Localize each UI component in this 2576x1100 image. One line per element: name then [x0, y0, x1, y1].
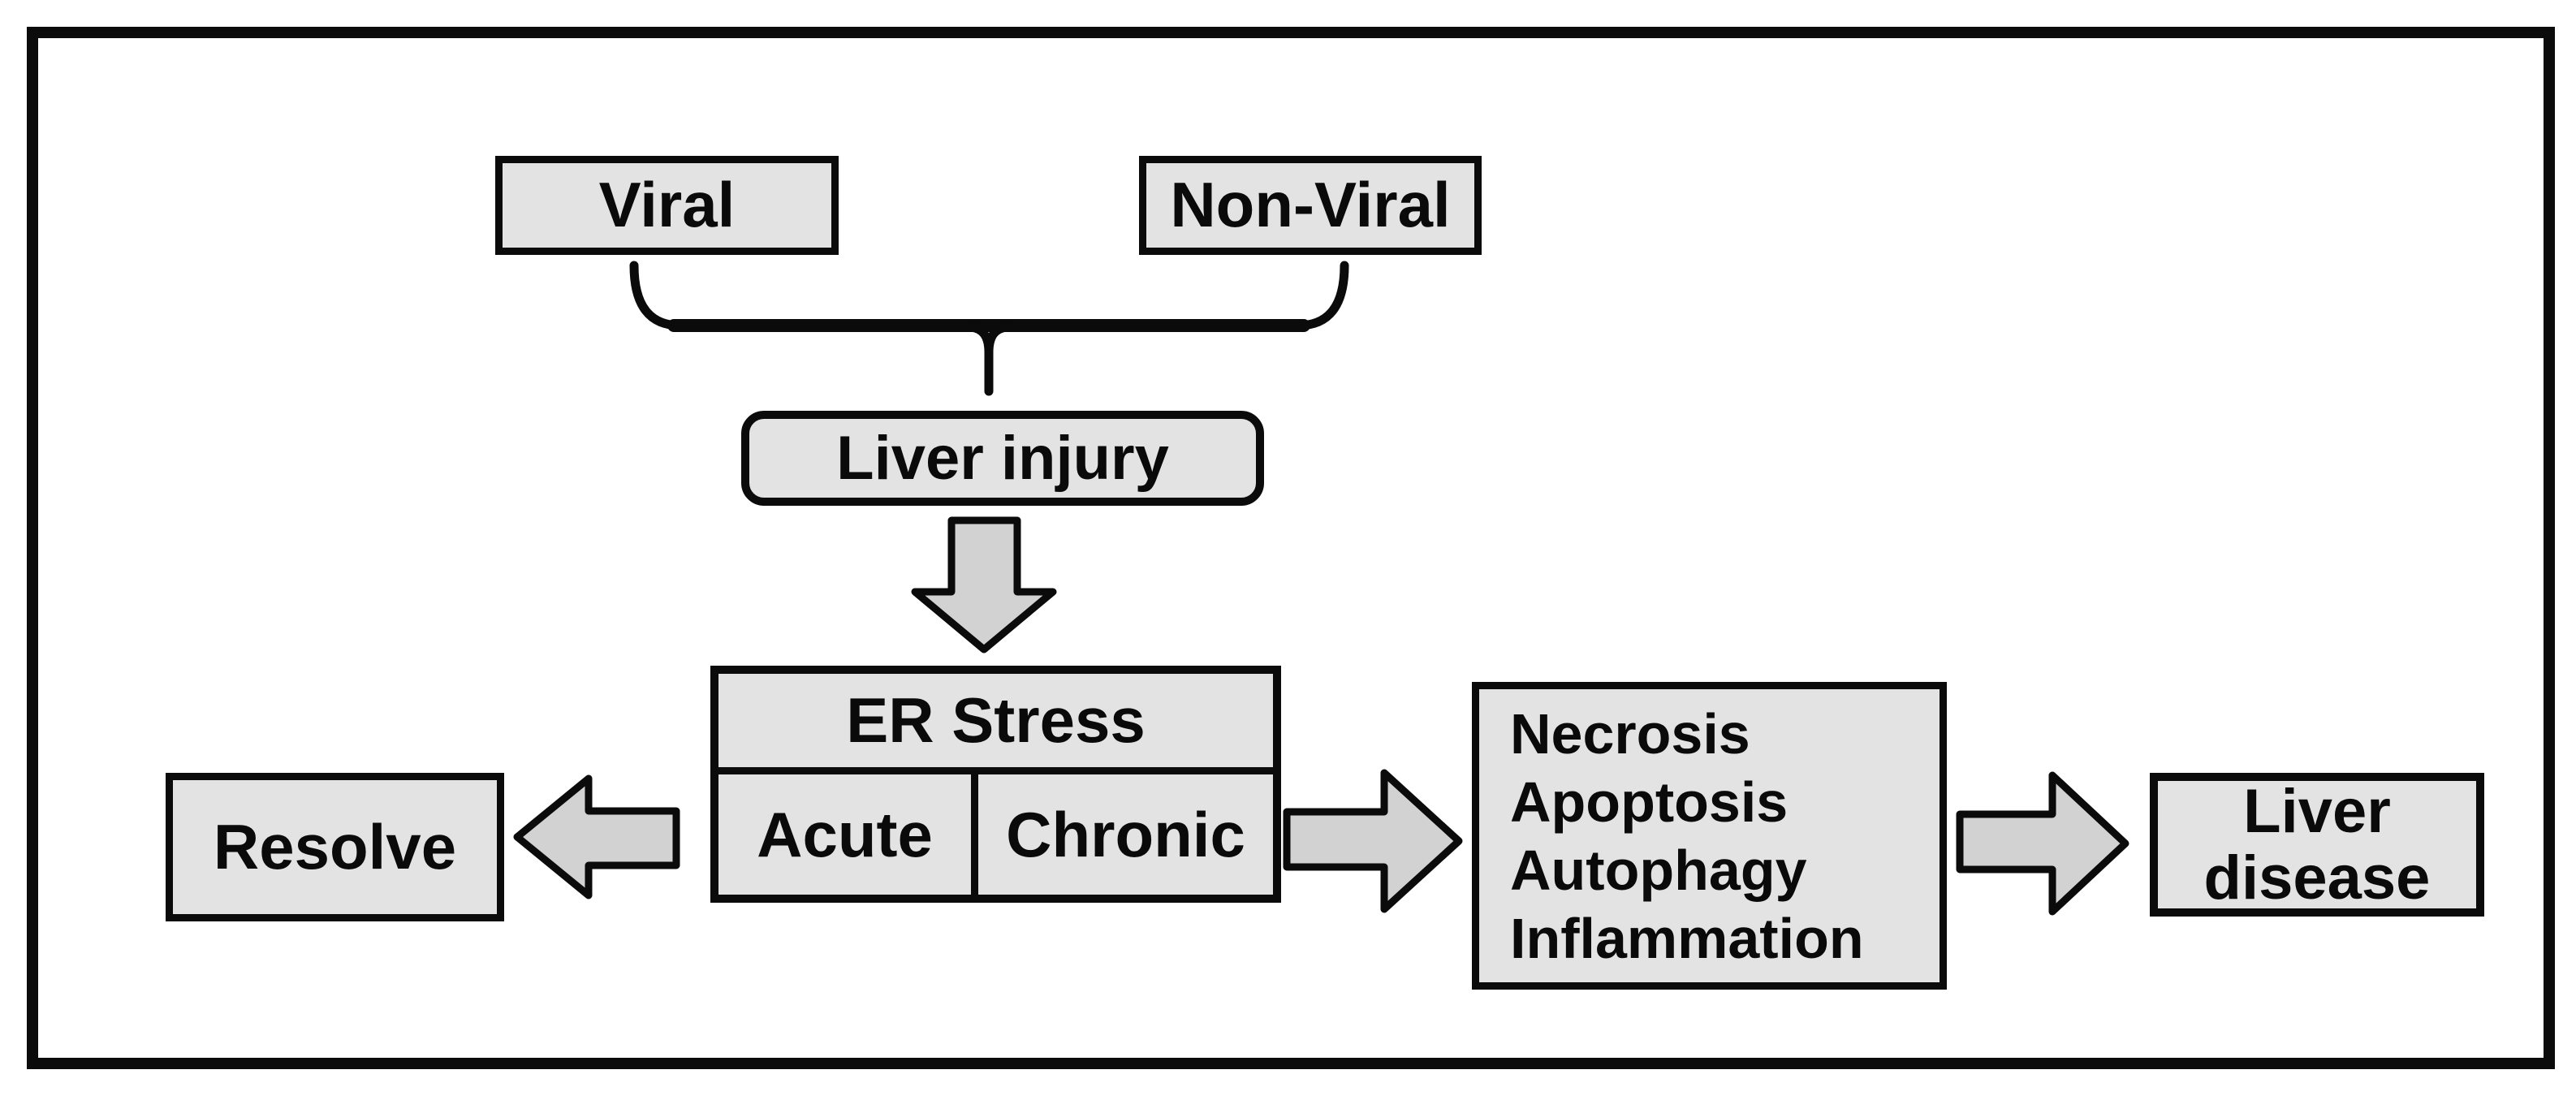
node-non-viral: Non-Viral: [1139, 156, 1482, 255]
node-liver-disease-line2: disease: [2203, 843, 2431, 912]
node-viral-label: Viral: [598, 169, 736, 241]
outcome-line-inflammation: Inflammation: [1510, 906, 1864, 970]
node-non-viral-label: Non-Viral: [1170, 169, 1451, 241]
node-chronic-label: Chronic: [1006, 798, 1245, 870]
node-resolve-label: Resolve: [213, 810, 457, 882]
node-er-stress-label: ER Stress: [846, 684, 1146, 756]
node-liver-injury-label: Liver injury: [836, 423, 1169, 493]
node-er-stress-header: ER Stress: [718, 674, 1273, 774]
node-resolve: Resolve: [166, 773, 504, 921]
node-viral: Viral: [495, 156, 839, 255]
outcome-line-apoptosis: Apoptosis: [1510, 770, 1789, 834]
node-acute: Acute: [718, 774, 978, 895]
outcome-line-autophagy: Autophagy: [1510, 838, 1807, 902]
node-liver-disease: Liver disease: [2150, 773, 2484, 917]
node-chronic: Chronic: [978, 774, 1273, 895]
er-stress-subrow: Acute Chronic: [718, 774, 1273, 895]
node-outcomes: Necrosis Apoptosis Autophagy Inflammatio…: [1472, 682, 1947, 990]
node-liver-disease-line1: Liver: [2243, 776, 2391, 846]
node-liver-injury: Liver injury: [741, 411, 1264, 506]
outcome-line-necrosis: Necrosis: [1510, 701, 1750, 766]
node-acute-label: Acute: [757, 798, 933, 870]
node-er-stress-group: ER Stress Acute Chronic: [710, 666, 1281, 903]
